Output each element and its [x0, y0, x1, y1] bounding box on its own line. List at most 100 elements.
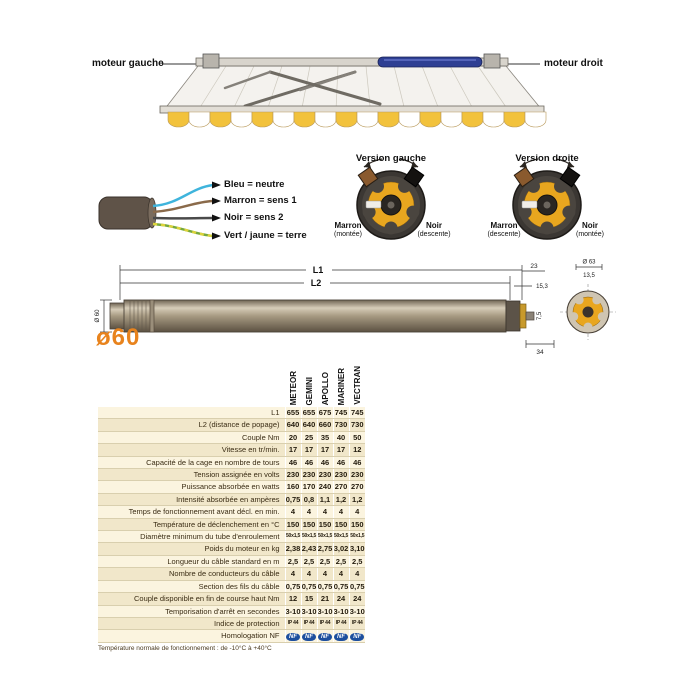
cw-arrow-icon — [567, 161, 574, 168]
value-cell: 4 — [300, 567, 317, 581]
value-cell: 4 — [284, 505, 301, 519]
nf-logo: NF — [318, 633, 332, 642]
row-label: Temporisation d'arrêt en secondes — [98, 605, 285, 618]
value-cell: 150 — [316, 518, 333, 532]
valance-stripe — [419, 111, 442, 128]
wire-label-blue: Bleu = neutre — [224, 179, 285, 190]
value-cell: 17 — [300, 443, 317, 457]
brown-button — [357, 166, 379, 188]
nf-cell: NF — [332, 629, 349, 643]
nf-logo: NF — [350, 633, 365, 642]
value-cell: 0,75 — [316, 580, 333, 594]
valance-stripe — [356, 111, 379, 128]
row-label: Indice de protection — [98, 617, 285, 631]
valance-stripe — [482, 111, 505, 128]
valance-stripe — [314, 111, 337, 128]
value-cell: 1,2 — [332, 493, 349, 507]
value-cell: 46 — [348, 456, 365, 470]
value-cell: 25 — [300, 431, 317, 445]
wire-name: Noir — [582, 221, 598, 230]
dim-23-label: 23 — [530, 263, 538, 270]
valance-stripe — [272, 111, 295, 128]
value-cell: 2,5 — [316, 555, 333, 569]
value-cell: 4 — [348, 505, 365, 519]
valance-stripe — [335, 111, 358, 128]
row-label: Tension assignée en volts — [98, 468, 285, 482]
value-cell: 270 — [332, 480, 349, 494]
row-label: Nombre de conducteurs du câble — [98, 567, 285, 581]
value-cell: 0,75 — [284, 580, 301, 594]
value-cell: 2,5 — [284, 555, 301, 569]
dim-d60-label: Ø 60 — [95, 309, 101, 323]
value-cell: 50x1,5 — [332, 530, 349, 544]
value-cell: 655 — [300, 407, 317, 420]
motor-ribs — [129, 301, 147, 331]
value-cell: 3-10 — [332, 605, 349, 618]
dim-7-5-label: 7,5 — [537, 311, 543, 320]
wire-direction: (descente) — [487, 231, 521, 238]
value-cell: 50 — [348, 431, 365, 445]
arrow-icon — [212, 214, 221, 222]
value-cell: 0,75 — [284, 493, 301, 507]
value-cell: 2,5 — [300, 555, 317, 569]
value-cell: 50x1,5 — [316, 530, 333, 544]
version-left-diagram: Version gauche Marron (montée) Noir (des… — [330, 153, 452, 253]
end-crown-notches — [569, 295, 607, 332]
row-label: Puissance absorbée en watts — [98, 480, 285, 494]
value-cell: 2,5 — [332, 555, 349, 569]
end-crown-hub — [582, 306, 594, 318]
row-label: Longueur du câble standard en m — [98, 555, 285, 569]
value-cell: 1,1 — [316, 493, 333, 507]
value-cell: 640 — [284, 418, 301, 432]
row-label: Couple Nm — [98, 431, 285, 445]
row-label: Poids du moteur en kg — [98, 542, 285, 556]
back-bar — [195, 57, 509, 67]
value-cell: 150 — [300, 518, 317, 532]
value-cell: 640 — [300, 418, 317, 432]
value-cell: IP 44 — [348, 617, 365, 631]
brown-button — [513, 166, 535, 188]
arrow-icon — [212, 232, 221, 240]
value-cell: 230 — [284, 468, 301, 482]
value-cell: 1,2 — [348, 493, 365, 507]
value-cell: 46 — [316, 456, 333, 470]
blue-wire — [152, 183, 214, 208]
wire-label-brown: Marron = sens 1 — [224, 195, 297, 206]
value-cell: 2,38 — [284, 542, 301, 556]
brand-label — [521, 200, 538, 209]
brand-label — [365, 200, 382, 209]
dim-l2-label: L2 — [311, 278, 322, 288]
value-cell: 230 — [316, 468, 333, 482]
green-yellow-wire-stripe — [152, 222, 214, 238]
brown-wire — [152, 199, 214, 214]
row-label: Temps de fonctionnement avant décl. en m… — [98, 505, 285, 519]
table-corner-cell — [98, 355, 285, 407]
dim-15-3-label: 15,3 — [536, 284, 548, 290]
value-cell: 3,10 — [348, 542, 365, 556]
value-cell: 4 — [316, 567, 333, 581]
nf-cell: NF — [316, 629, 333, 643]
motor-end-view: Ø 63 13,5 — [560, 260, 616, 340]
valance-stripe — [377, 111, 400, 128]
value-cell: 3-10 — [348, 605, 365, 618]
column-header-meteor: METEOR — [285, 355, 301, 407]
value-cell: 21 — [316, 592, 333, 606]
motor-crown-edge — [519, 303, 527, 329]
value-cell: 4 — [316, 505, 333, 519]
value-cell: 17 — [284, 443, 301, 457]
value-cell: IP 44 — [316, 617, 333, 631]
value-cell: IP 44 — [332, 617, 349, 631]
value-cell: 12 — [348, 443, 365, 457]
valance — [167, 111, 547, 128]
value-cell: 4 — [332, 567, 349, 581]
wire-direction: (montée) — [575, 231, 604, 238]
